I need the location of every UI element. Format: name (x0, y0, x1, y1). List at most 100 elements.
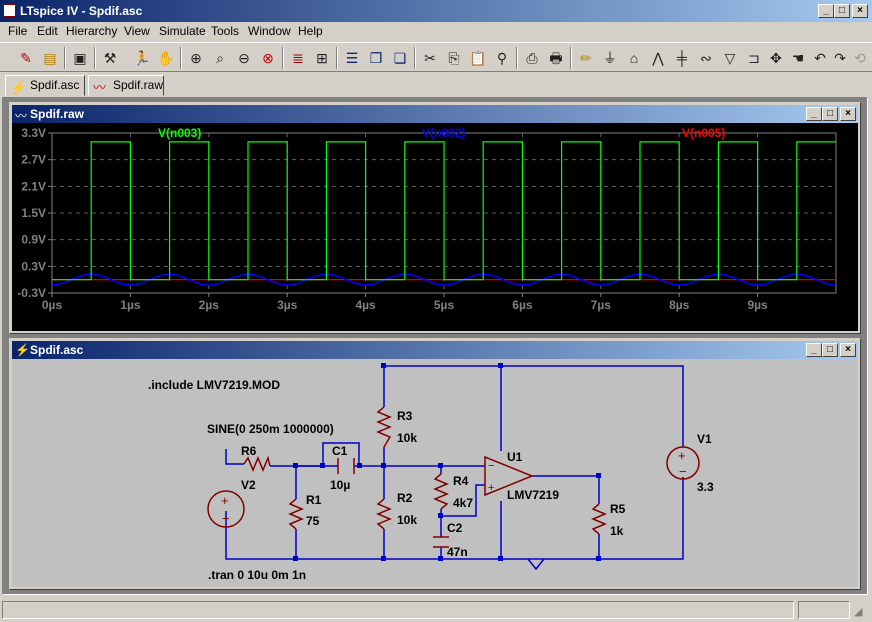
inductor-icon[interactable]: ∾ (700, 50, 712, 66)
label-C2: C2 (447, 521, 463, 535)
status-panel (798, 601, 850, 619)
value-V1: 3.3 (697, 480, 714, 494)
label-C1: C1 (332, 444, 348, 458)
x-tick-label: 6µs (512, 298, 533, 312)
y-tick-label: 3.3V (21, 126, 46, 140)
maximize-button[interactable]: □ (834, 4, 850, 18)
svg-text:+: + (221, 493, 229, 508)
waveform-minimize-button[interactable]: _ (806, 107, 822, 121)
copy-icon[interactable]: ⎘ (448, 50, 460, 66)
app-title-bar: LTspice IV - Spdif.asc _ □ × (0, 0, 872, 22)
value-R2: 10k (397, 513, 417, 527)
tab-spdif-asc[interactable]: ⚡ Spdif.asc (5, 75, 85, 96)
tile-horizontal-icon[interactable]: ☰ (345, 50, 359, 66)
menu-window[interactable]: Window (248, 24, 291, 38)
value-R1: 75 (306, 514, 320, 528)
capacitor-icon[interactable]: ╪ (677, 50, 687, 66)
waveform-close-button[interactable]: × (840, 107, 856, 121)
schematic-window[interactable]: ⚡ Spdif.asc _ □ × (9, 338, 861, 590)
toolbar: ✎ ▤ ▣ ⚒ 🏃 ✋ ⊕ ⌕ ⊖ ⊗ ≣ ⊞ ☰ ❐ ❏ ✂ ⎘ 📋 ⚲ ⎙ … (0, 42, 872, 72)
zoom-cancel-icon[interactable]: ⊗ (262, 50, 274, 66)
schematic-maximize-button[interactable]: □ (822, 343, 838, 357)
save-icon[interactable]: ▣ (73, 50, 87, 66)
status-message (2, 601, 794, 619)
zoom-in-icon[interactable]: ⊕ (190, 50, 202, 66)
trace-label-n003[interactable]: V(n003) (158, 126, 201, 140)
x-tick-label: 3µs (277, 298, 298, 312)
run-icon[interactable]: 🏃 (133, 50, 151, 66)
schematic-minimize-button[interactable]: _ (806, 343, 822, 357)
control-panel-icon[interactable]: ⚒ (103, 50, 117, 66)
halt-icon[interactable]: ✋ (157, 50, 175, 66)
y-tick-label: 2.7V (21, 153, 46, 167)
cut-icon[interactable]: ✂ (424, 50, 436, 66)
menu-view[interactable]: View (124, 24, 150, 38)
component-icon[interactable]: ⊐ (748, 50, 760, 66)
tile-vertical-icon[interactable]: ❏ (393, 50, 407, 66)
rotate-icon[interactable]: ⟲ (854, 50, 866, 66)
waveform-maximize-button[interactable]: □ (822, 107, 838, 121)
paste-icon[interactable]: 📋 (469, 50, 487, 66)
label-R5: R5 (610, 502, 626, 516)
drag-icon[interactable]: ☚ (791, 50, 805, 66)
resize-grip-icon[interactable]: ◢ (854, 606, 863, 618)
tab-spdif-raw[interactable]: 〰 Spdif.raw (88, 75, 164, 96)
redo-icon[interactable]: ↷ (834, 50, 846, 66)
menu-bar: File Edit Hierarchy View Simulate Tools … (0, 22, 872, 41)
schematic-close-button[interactable]: × (840, 343, 856, 357)
tab-label: Spdif.raw (113, 78, 164, 92)
sine-directive[interactable]: SINE(0 250m 1000000) (207, 422, 334, 436)
move-icon[interactable]: ✥ (770, 50, 782, 66)
value-U1: LMV7219 (507, 488, 559, 502)
trace-label-n005[interactable]: V(n005) (682, 126, 725, 140)
find-icon[interactable]: ⚲ (496, 50, 508, 66)
tran-directive[interactable]: .tran 0 10u 0m 1n (208, 568, 306, 582)
label-R1: R1 (306, 493, 322, 507)
minimize-button[interactable]: _ (818, 4, 834, 18)
menu-simulate[interactable]: Simulate (159, 24, 206, 38)
new-schematic-icon[interactable]: ✎ (20, 50, 32, 66)
wires (225, 365, 684, 571)
y-tick-label: 0.3V (21, 259, 46, 273)
diode-icon[interactable]: ▽ (724, 50, 736, 66)
open-folder-icon[interactable]: ▤ (43, 50, 57, 66)
grid-icon[interactable]: ⊞ (316, 50, 328, 66)
x-tick-label: 1µs (120, 298, 141, 312)
schematic-window-title: Spdif.asc (30, 343, 84, 357)
resistor-icon[interactable]: ⋀ (652, 50, 664, 66)
autorange-icon[interactable]: ≣ (292, 50, 304, 66)
menu-help[interactable]: Help (298, 24, 323, 38)
ltspice-app-icon (3, 4, 16, 17)
menu-tools[interactable]: Tools (211, 24, 240, 38)
menu-hierarchy[interactable]: Hierarchy (66, 24, 118, 38)
include-directive[interactable]: .include LMV7219.MOD (148, 378, 280, 392)
x-tick-label: 5µs (434, 298, 455, 312)
draw-wire-icon[interactable]: ✏ (580, 50, 592, 66)
undo-icon[interactable]: ↶ (814, 50, 826, 66)
print-icon[interactable]: 🖶 (549, 50, 563, 66)
label-net-icon[interactable]: ⌂ (629, 50, 639, 66)
value-R3: 10k (397, 431, 417, 445)
y-tick-label: 1.5V (21, 206, 46, 220)
menu-file[interactable]: File (8, 24, 28, 38)
trace-label-n002[interactable]: V(n002) (422, 126, 465, 140)
labels: .include LMV7219.MOD SINE(0 250m 1000000… (148, 378, 714, 582)
menu-edit[interactable]: Edit (37, 24, 58, 38)
source-signs: +− +− −+ (221, 448, 687, 526)
ground-icon[interactable]: ⏚ (603, 50, 617, 66)
label-V2: V2 (241, 478, 256, 492)
label-R6: R6 (241, 444, 257, 458)
close-button[interactable]: × (852, 4, 868, 18)
pan-icon[interactable]: ⌕ (216, 50, 224, 66)
schematic-tab-icon: ⚡ (10, 80, 27, 95)
component-symbols (207, 406, 700, 548)
schematic-background (12, 359, 858, 587)
schematic-canvas[interactable]: +− +− −+ .include LMV7219.MOD SINE(0 250… (12, 359, 858, 587)
print-setup-icon[interactable]: ⎙ (526, 50, 538, 66)
cascade-icon[interactable]: ❐ (369, 50, 383, 66)
zoom-out-icon[interactable]: ⊖ (238, 50, 250, 66)
x-tick-label: 7µs (591, 298, 612, 312)
